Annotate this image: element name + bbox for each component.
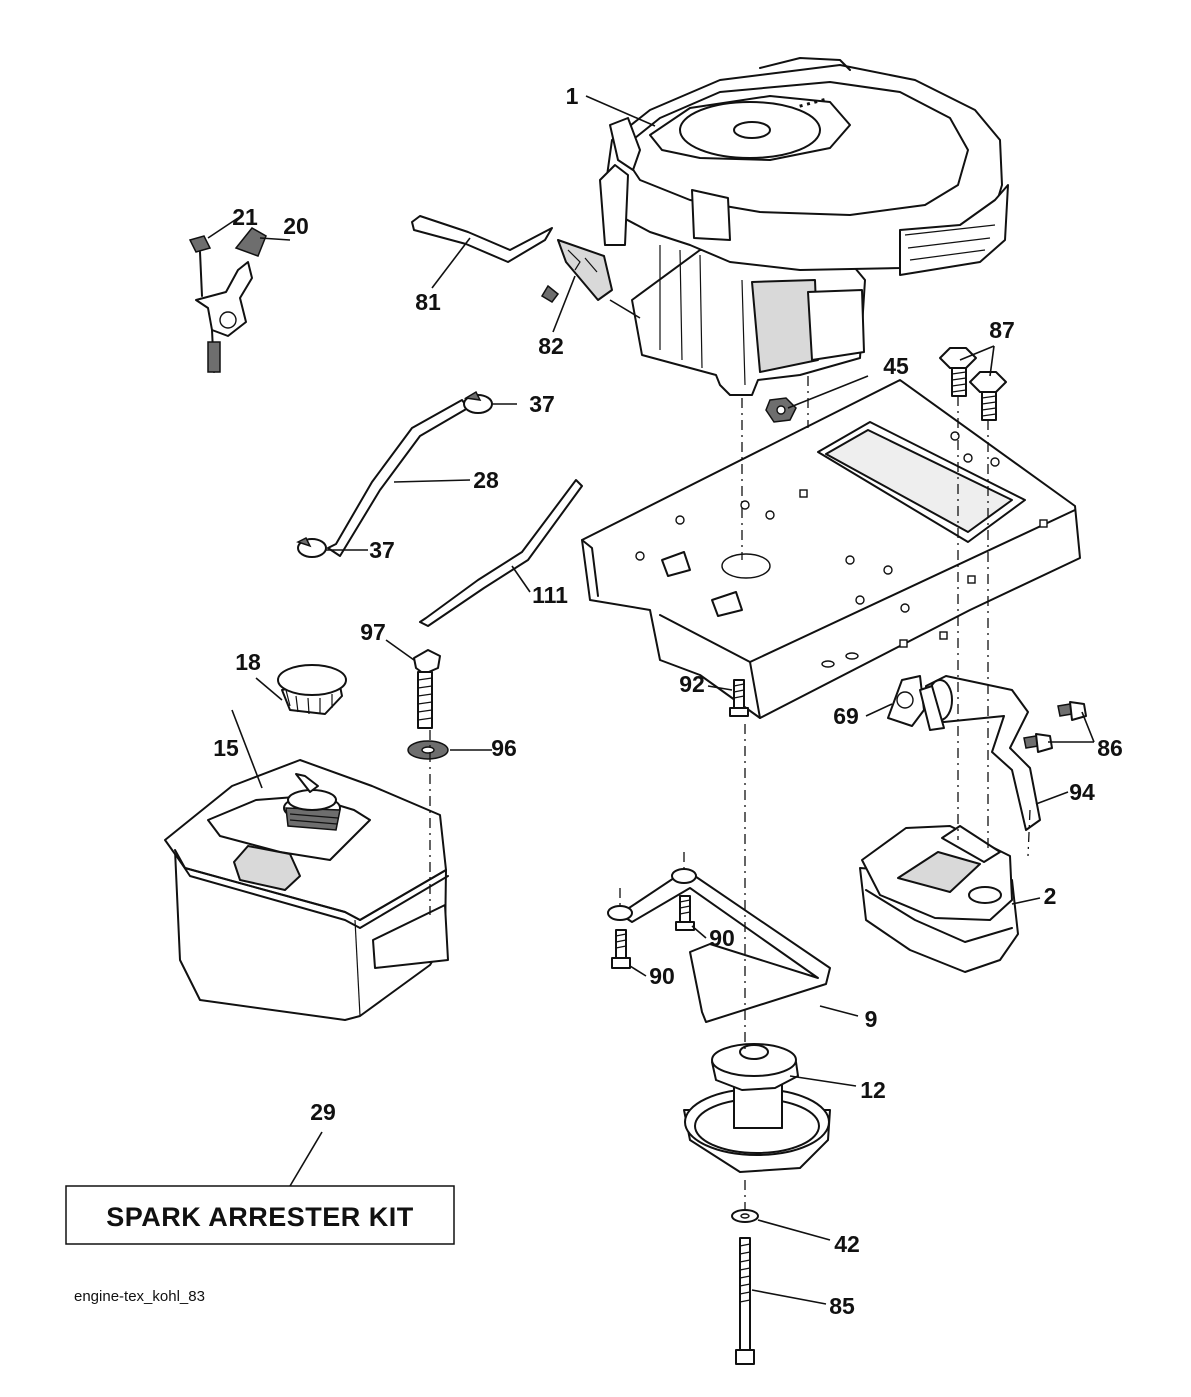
pulley-washer	[731, 1209, 759, 1223]
label-vent-tube: 111	[532, 582, 568, 608]
clamp-bottom	[296, 536, 327, 558]
label-engine-bolts: 87	[989, 317, 1015, 343]
label-clamp-bottom: 37	[369, 537, 395, 563]
engine-part: ▪ ▪ ▪ ▪	[599, 57, 1009, 396]
label-exhaust-pipe: 94	[1069, 779, 1095, 805]
label-tank-cap: 18	[235, 649, 261, 675]
tank-washer	[407, 740, 449, 760]
label-exhaust-screws: 86	[1097, 735, 1123, 761]
fuel-filter	[540, 239, 641, 319]
exhaust-screw-1	[1057, 701, 1087, 721]
bracket-bolt-left	[611, 929, 631, 969]
label-muffler: 2	[1044, 883, 1057, 909]
muffler-bracket-part	[619, 869, 831, 1023]
exhaust-gasket	[887, 675, 925, 727]
label-muffler-bracket: 9	[865, 1006, 878, 1032]
label-gasket: 69	[833, 703, 859, 729]
label-fuel-line: 28	[473, 467, 499, 493]
muffler-part	[859, 825, 1019, 973]
label-tank-bolt: 97	[360, 619, 386, 645]
label-choke-bracket: 20	[283, 213, 309, 239]
frame-bolt	[729, 679, 749, 717]
engine-bolt-2	[969, 371, 1007, 421]
label-pulley: 12	[860, 1077, 886, 1103]
drawing-caption: engine-tex_kohl_83	[74, 1288, 205, 1305]
engine-bolt-1	[939, 347, 977, 397]
fuel-line	[327, 399, 469, 557]
label-clamp-top: 37	[529, 391, 555, 417]
tank-cap-part	[277, 664, 347, 715]
label-nut: 45	[883, 353, 909, 379]
fuel-hose	[411, 215, 553, 263]
label-bracket-bolt-right: 90	[709, 925, 735, 951]
callout-labels: 1 81 82 20 21 37 28 37 111 45 87 18 97 1…	[213, 83, 1123, 1319]
leader-lines	[207, 95, 1095, 1305]
exhaust-screw-2	[1023, 733, 1053, 753]
label-pulley-bolt: 85	[829, 1293, 855, 1319]
alignment-lines	[429, 376, 1031, 1210]
vent-tube	[419, 479, 583, 627]
choke-bracket-part	[188, 227, 267, 373]
label-pulley-washer: 42	[834, 1231, 860, 1257]
label-fuel-hose: 81	[415, 289, 441, 315]
exhaust-pipe-part	[919, 675, 1041, 831]
nut-part	[765, 397, 797, 423]
label-choke-bolt: 21	[232, 204, 258, 230]
spark-arrester-kit-text: SPARK ARRESTER KIT	[106, 1202, 414, 1232]
clamp-top	[463, 390, 493, 414]
pulley-bolt	[735, 1237, 755, 1365]
mounting-frame	[581, 379, 1081, 719]
label-fuel-filter: 82	[538, 333, 564, 359]
label-spark-arrester-kit: 29	[310, 1099, 336, 1125]
svg-text:▪ ▪ ▪ ▪: ▪ ▪ ▪ ▪	[797, 92, 827, 113]
tank-bolt	[413, 649, 441, 729]
label-tank-washer: 96	[491, 735, 517, 761]
label-fuel-tank: 15	[213, 735, 239, 761]
pulley-part	[683, 1043, 831, 1173]
bracket-bolt-right	[675, 895, 695, 931]
label-engine: 1	[566, 83, 579, 109]
label-bracket-bolt-left: 90	[649, 963, 675, 989]
label-frame-bolt: 92	[679, 671, 705, 697]
fuel-tank-part	[164, 759, 449, 1021]
spark-arrester-kit-box	[65, 1185, 455, 1245]
